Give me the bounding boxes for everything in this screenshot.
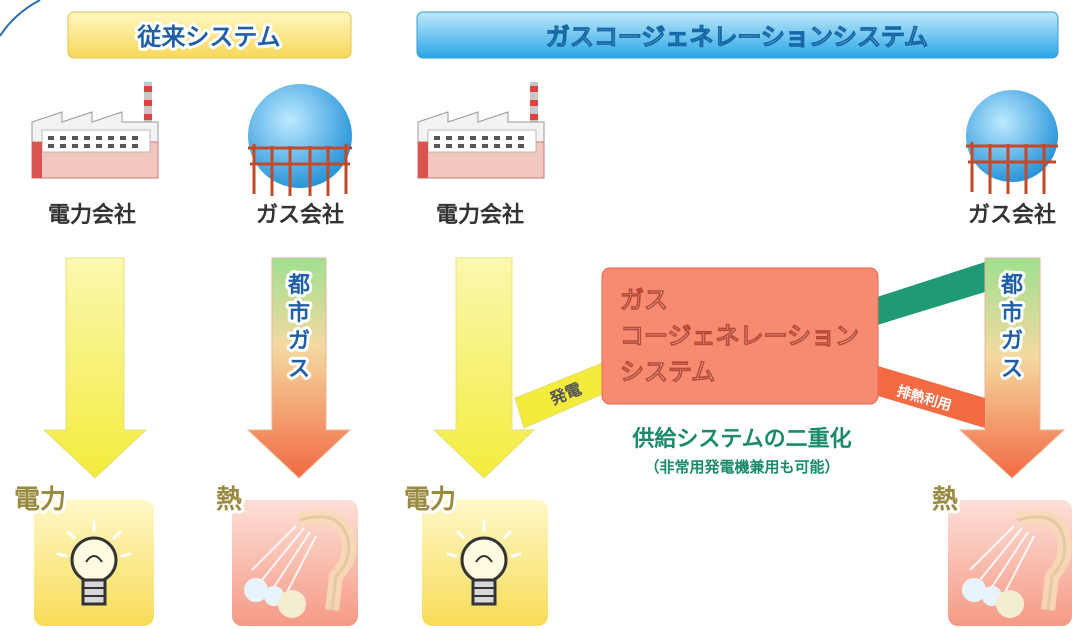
lightbulb-icon: [446, 520, 522, 606]
power-output-right-label: 電力: [404, 485, 456, 515]
lightbulb-panel: [422, 500, 548, 626]
gas-company-left-label: ガス会社: [256, 202, 344, 228]
svg-text:ガ: ガ: [1001, 329, 1023, 354]
gas-holder-icon: [248, 84, 352, 196]
gas-company-right-label: ガス会社: [968, 202, 1056, 228]
power-company-left-label: 電力会社: [48, 202, 136, 228]
shower-icon: [962, 509, 1072, 618]
heat-panel: [232, 500, 358, 626]
electricity-arrow: [432, 257, 536, 479]
svg-text:市: 市: [288, 300, 310, 326]
power-plant-icon: [417, 82, 545, 179]
header-cogeneration-label: ガスコージェネレーションシステム: [546, 23, 928, 51]
header-cogeneration: ガスコージェネレーションシステム: [416, 11, 1059, 59]
gas-supply-connector: [874, 262, 985, 326]
city-gas-label-left: 都 市 ガ ス: [284, 270, 313, 385]
power-company-right-label: 電力会社: [436, 202, 524, 228]
shower-icon: [244, 509, 356, 618]
heat-output-right-label: 熱: [932, 485, 958, 515]
lightbulb-icon: [56, 520, 132, 606]
svg-text:都: 都: [287, 273, 310, 298]
electricity-arrow: [42, 257, 148, 479]
heat-panel: [948, 500, 1072, 626]
svg-text:市: 市: [1001, 300, 1023, 326]
caption-sub: （非常用発電機兼用も可能）: [644, 458, 839, 476]
header-conventional: 従来システム: [67, 11, 352, 59]
heat-output-left-label: 熱: [216, 485, 242, 515]
power-plant-icon: [31, 82, 159, 179]
waste-heat-arrow: [878, 366, 985, 428]
city-gas-arrow: [246, 257, 352, 479]
lightbulb-panel: [34, 500, 154, 626]
caption-main: 供給システムの二重化: [631, 426, 851, 452]
power-output-left-label: 電力: [14, 485, 66, 515]
cogen-box-line2: コージェネレーション: [620, 322, 859, 350]
city-gas-label-right: 都 市 ガ ス: [997, 270, 1026, 385]
header-conventional-label: 従来システム: [136, 23, 280, 51]
cogen-box-line1: ガス: [620, 286, 668, 314]
svg-text:都: 都: [1000, 273, 1023, 298]
city-gas-arrow: [958, 257, 1066, 479]
corner-arc: [0, 0, 41, 37]
svg-text:ス: ス: [288, 357, 310, 382]
svg-text:ス: ス: [1001, 357, 1023, 382]
cogen-box-line3: システム: [620, 358, 715, 386]
svg-text:ガ: ガ: [288, 329, 310, 354]
cogeneration-system-box: ガス コージェネレーション システム: [601, 267, 879, 405]
gas-holder-icon: [966, 90, 1058, 194]
